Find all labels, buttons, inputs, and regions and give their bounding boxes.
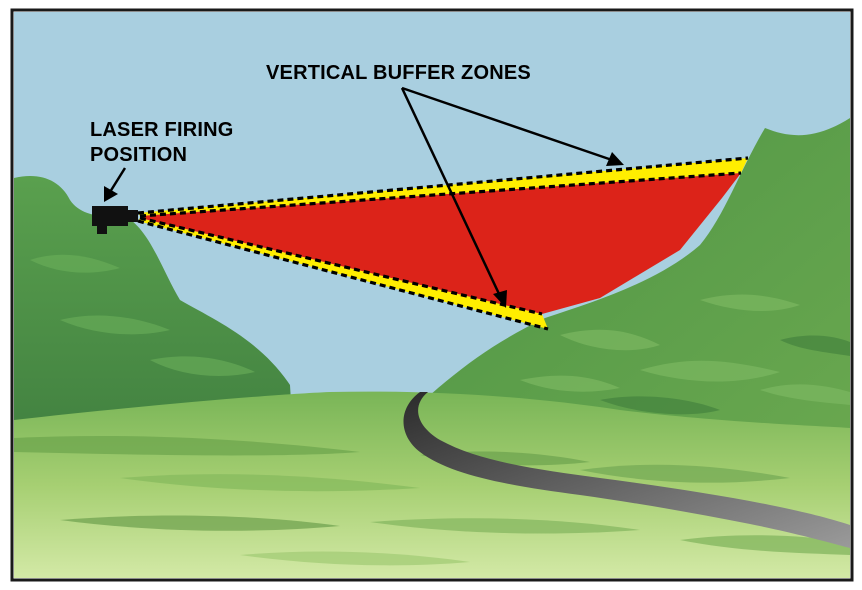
left-mountain-texture	[30, 254, 255, 376]
laser-target-hazard-zone	[140, 173, 741, 314]
inner-upper-boundary-line	[139, 171, 742, 218]
upper-vertical-buffer-zone	[138, 158, 748, 216]
laser-position-arrowhead-icon	[104, 186, 118, 202]
lower-buffer-arrowhead-icon	[493, 290, 507, 308]
laser-firing-label-line1: LASER FIRING	[90, 119, 234, 141]
upper-buffer-arrow-icon	[401, 86, 613, 162]
lower-buffer-arrow-icon	[400, 87, 502, 297]
left-mountain	[14, 176, 295, 471]
foreground-fields	[14, 391, 850, 578]
upper-buffer-arrowhead-icon	[606, 152, 624, 166]
inner-lower-boundary-line	[139, 216, 543, 316]
buffer-zone-boundaries	[137, 156, 749, 331]
diagram-frame	[10, 8, 854, 582]
laser-position-arrow-icon	[108, 167, 127, 193]
laser-device-icon	[92, 206, 138, 234]
winding-road	[403, 392, 850, 548]
outer-lower-boundary-line	[137, 219, 549, 331]
laser-firing-label-line2: POSITION	[90, 144, 187, 166]
outer-upper-boundary-line	[137, 156, 749, 215]
vertical-buffer-zones-label: VERTICAL BUFFER ZONES	[266, 62, 531, 84]
right-mountain-texture	[520, 294, 850, 405]
callout-arrows	[104, 86, 624, 308]
